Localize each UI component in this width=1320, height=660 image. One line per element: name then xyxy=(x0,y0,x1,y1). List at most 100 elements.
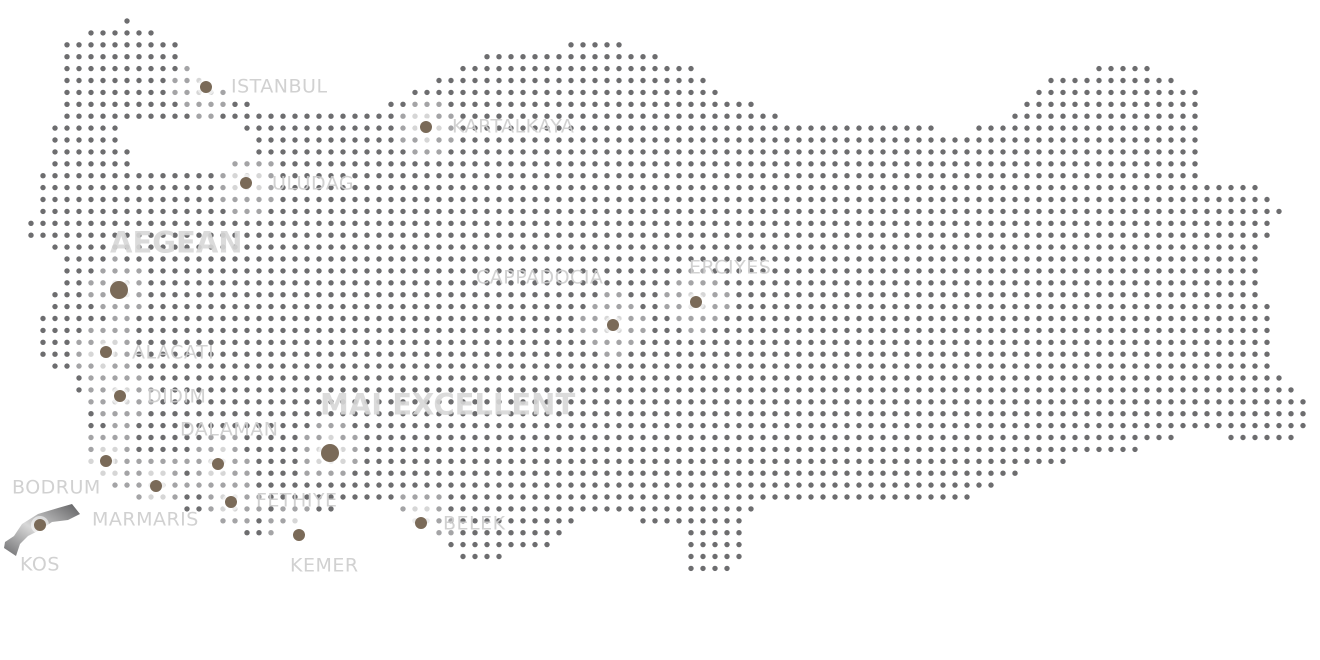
map-dot xyxy=(460,65,466,72)
label-kos[interactable]: KOS xyxy=(20,553,60,576)
marker-istanbul[interactable] xyxy=(200,81,212,93)
map-dot xyxy=(136,113,142,119)
map-dot xyxy=(448,494,454,500)
map-dot xyxy=(700,125,706,131)
map-dot xyxy=(796,470,802,476)
map-dot xyxy=(1168,375,1174,381)
map-dot xyxy=(112,137,118,143)
marker-belek[interactable] xyxy=(415,517,427,529)
map-dot xyxy=(364,184,370,191)
map-dot xyxy=(316,292,322,298)
map-dot xyxy=(1240,327,1246,334)
map-dot xyxy=(568,54,574,60)
map-dot xyxy=(1180,161,1186,167)
map-dot xyxy=(568,113,574,119)
map-dot xyxy=(1000,411,1006,417)
map-dot xyxy=(472,161,478,167)
map-dot xyxy=(700,482,706,488)
map-dot xyxy=(1240,196,1246,203)
marker-dalaman[interactable] xyxy=(212,458,224,470)
map-dot xyxy=(808,315,814,322)
marker-kartalkaya[interactable] xyxy=(420,121,432,133)
map-dot xyxy=(700,363,706,369)
map-dot xyxy=(388,387,394,393)
map-dot xyxy=(1168,232,1174,238)
label-kemer[interactable]: KEMER xyxy=(290,554,359,577)
label-istanbul[interactable]: ISTANBUL xyxy=(231,75,328,98)
marker-didim[interactable] xyxy=(114,390,126,402)
map-dot xyxy=(664,280,670,286)
map-dot xyxy=(724,363,730,369)
map-dot xyxy=(916,446,922,453)
map-dot xyxy=(1096,137,1102,143)
marker-cappadocia[interactable] xyxy=(607,319,619,331)
map-dot xyxy=(1084,351,1090,357)
label-dalaman[interactable]: DALAMAN xyxy=(180,418,279,441)
label-marmaris[interactable]: MARMARIS xyxy=(92,508,199,531)
map-dot xyxy=(364,387,370,393)
map-dot xyxy=(1012,184,1018,191)
label-didim[interactable]: DIDIM xyxy=(147,385,207,408)
marker-kemer[interactable] xyxy=(293,529,305,541)
map-dot xyxy=(868,125,874,131)
marker-bodrum-area[interactable] xyxy=(100,455,112,467)
label-erciyes[interactable]: ERCIYES xyxy=(689,256,772,279)
map-dot xyxy=(1252,303,1258,310)
marker-fethiye[interactable] xyxy=(225,496,237,508)
label-belek[interactable]: BELEK xyxy=(443,512,506,535)
map-dot xyxy=(232,387,238,393)
map-dot xyxy=(436,77,442,84)
map-dot xyxy=(472,363,478,369)
map-dot xyxy=(580,173,586,179)
map-dot xyxy=(1108,125,1114,131)
map-dot xyxy=(268,173,274,179)
map-dot xyxy=(172,232,178,238)
map-dot xyxy=(1048,137,1054,143)
marker-kos[interactable] xyxy=(34,519,46,531)
marker-aegean[interactable] xyxy=(110,281,128,299)
map-dot xyxy=(1156,196,1162,203)
map-dot xyxy=(676,161,682,167)
label-alacati[interactable]: ALACATI xyxy=(132,341,215,364)
map-dot xyxy=(64,351,70,357)
map-dot xyxy=(892,268,898,274)
map-dot xyxy=(196,399,202,405)
label-uludag[interactable]: ULUDAG xyxy=(272,172,355,195)
map-dot xyxy=(184,113,190,119)
map-dot xyxy=(64,125,70,131)
label-kartalkaya[interactable]: KARTALKAYA xyxy=(452,115,575,138)
map-dot xyxy=(136,315,142,322)
map-dot xyxy=(388,256,394,262)
map-dot xyxy=(676,518,682,524)
label-bodrum[interactable]: BODRUM xyxy=(12,476,101,499)
map-dot xyxy=(676,387,682,393)
map-dot xyxy=(724,315,730,322)
marker-mai-excellent[interactable] xyxy=(321,444,339,462)
marker-bodrum[interactable] xyxy=(150,480,162,492)
map-dot xyxy=(1000,434,1006,441)
map-dot xyxy=(64,339,70,345)
map-dot xyxy=(1012,375,1018,381)
region-label-aegean: AEGEAN xyxy=(110,225,243,260)
map-dot xyxy=(796,137,802,143)
map-dot xyxy=(316,113,322,119)
marker-alacati[interactable] xyxy=(100,346,112,358)
map-dot xyxy=(376,363,382,369)
map-dot xyxy=(472,518,478,524)
label-cappadocia[interactable]: CAPPADOCIA xyxy=(476,266,604,289)
marker-uludag[interactable] xyxy=(240,177,252,189)
map-dot xyxy=(1084,280,1090,286)
map-dot xyxy=(592,173,598,179)
map-dot xyxy=(712,125,718,131)
label-fethiye[interactable]: FETHIYE xyxy=(256,489,338,512)
marker-erciyes[interactable] xyxy=(690,296,702,308)
map-dot xyxy=(1012,292,1018,298)
map-dot xyxy=(772,113,778,119)
map-dot xyxy=(916,387,922,393)
map-dot xyxy=(604,65,610,72)
map-dot xyxy=(1192,399,1198,405)
map-dot xyxy=(820,458,826,464)
map-dot xyxy=(1228,268,1234,274)
map-dot xyxy=(412,244,418,250)
map-dot xyxy=(184,173,190,179)
